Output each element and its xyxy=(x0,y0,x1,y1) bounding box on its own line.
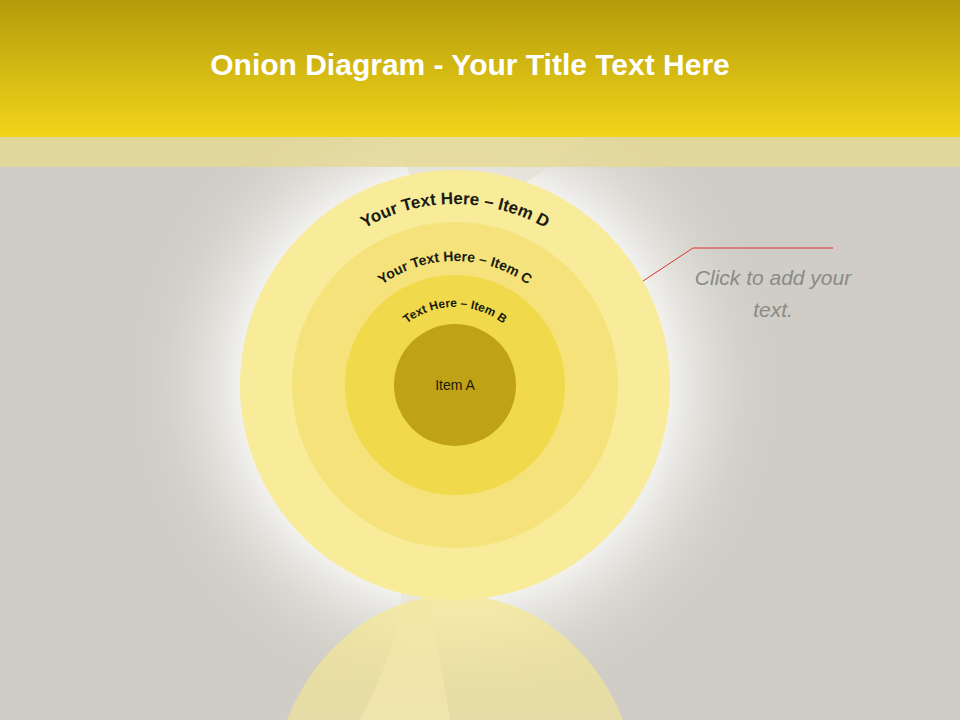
onion-layer: Item A xyxy=(394,324,516,446)
onion-layer: Your Text Here – Item DYour Text Here – … xyxy=(240,170,670,600)
slide-title: Onion Diagram - Your Title Text Here xyxy=(0,48,940,82)
core-label: Item A xyxy=(435,377,475,393)
layer-circle xyxy=(240,170,670,600)
reflection xyxy=(270,595,640,720)
onion-layer: Text Here – Item B Item A xyxy=(345,275,565,495)
callout-text: Click to add your text. xyxy=(688,262,858,326)
layer-circle xyxy=(345,275,565,495)
header-band xyxy=(0,137,960,167)
layer-circle xyxy=(292,222,618,548)
onion-layer: Your Text Here – Item CText Here – Item … xyxy=(292,222,618,548)
header-bar xyxy=(0,0,960,137)
layer-label: Text Here – Item B xyxy=(400,296,510,326)
layer-circle xyxy=(394,324,516,446)
core-text-box: Item A xyxy=(394,324,516,446)
